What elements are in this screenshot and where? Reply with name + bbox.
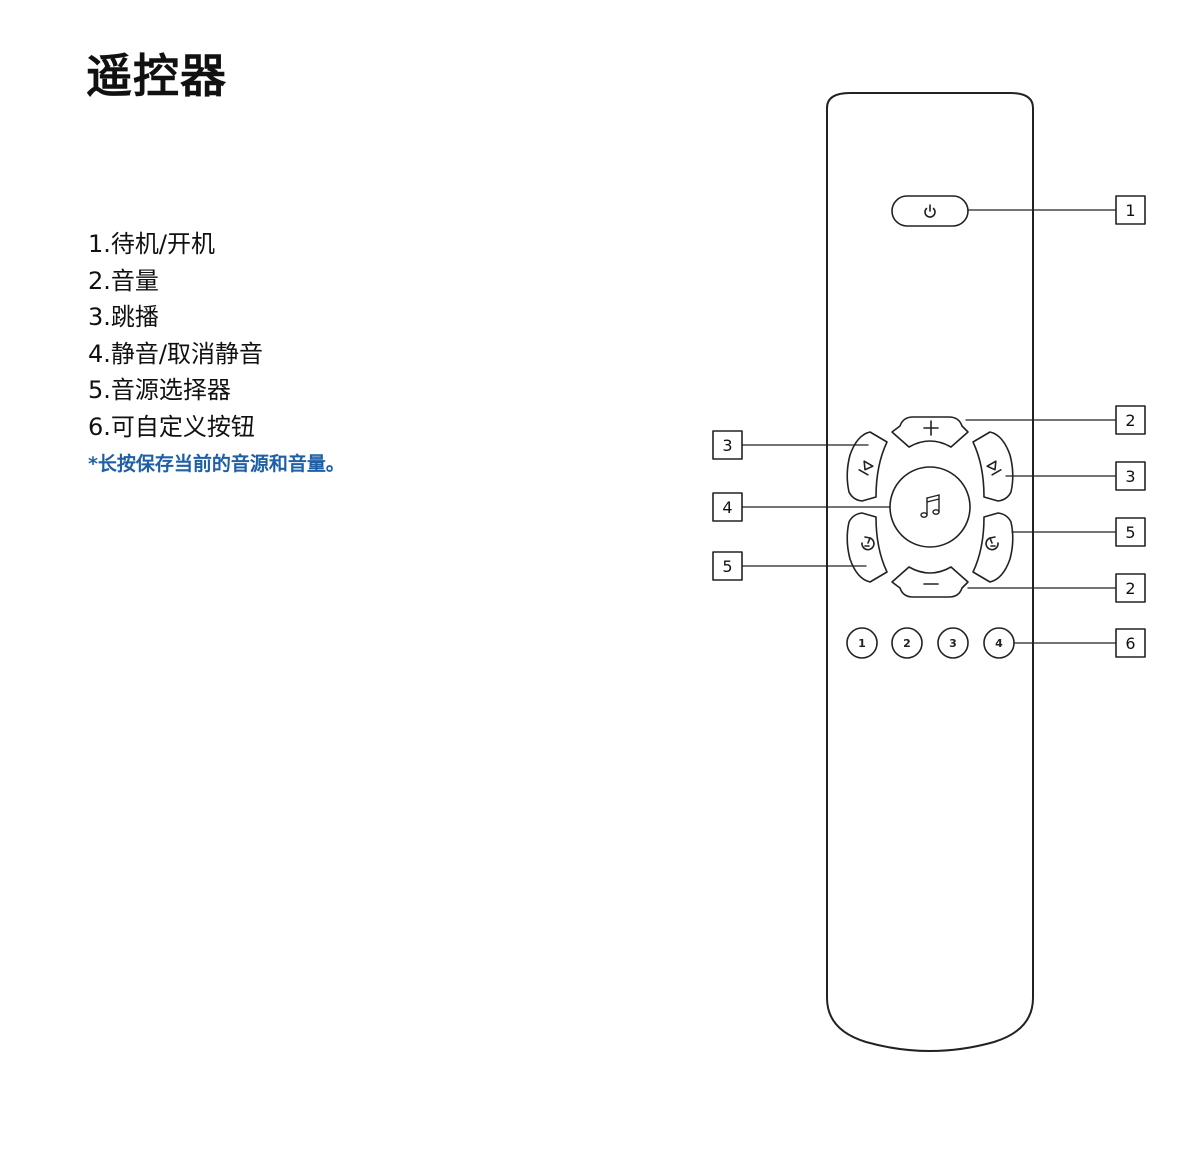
- preset-label-3: 3: [949, 637, 957, 650]
- source-left-button[interactable]: [846, 512, 888, 583]
- callout-source-right: 5: [1125, 523, 1135, 542]
- mute-button[interactable]: [889, 466, 971, 548]
- source-right-button[interactable]: [972, 512, 1014, 583]
- skip-forward-icon: [986, 460, 1002, 476]
- callout-volume-up: 2: [1125, 411, 1135, 430]
- leader-lines: [741, 209, 1117, 644]
- plus-icon: [923, 420, 939, 436]
- legend-item-mute: 4.静音/取消静音: [88, 339, 263, 368]
- skip-back-button[interactable]: [846, 431, 888, 502]
- callout-power: 1: [1125, 201, 1135, 220]
- preset-button-2[interactable]: [891, 627, 923, 659]
- callout-source-left: 5: [722, 557, 732, 576]
- source-right-icon: [985, 536, 999, 551]
- skip-forward-button[interactable]: [972, 431, 1014, 502]
- music-note-icon: [920, 494, 940, 518]
- volume-up-button[interactable]: [891, 416, 969, 448]
- callout-boxes: [712, 195, 1146, 658]
- legend-item-power: 1.待机/开机: [88, 230, 215, 258]
- preset-label-2: 2: [903, 637, 911, 650]
- legend-list: 1.待机/开机 2.音量 3.跳播 4.静音/取消静音 5.音源选择器 6.可自…: [88, 226, 345, 476]
- preset-button-1[interactable]: [846, 627, 878, 659]
- power-icon: [924, 204, 936, 218]
- remote-body: [826, 92, 1034, 1052]
- legend-item-volume: 2.音量: [88, 266, 159, 295]
- preset-label-1: 1: [858, 637, 866, 650]
- callout-skip-back: 3: [722, 436, 732, 455]
- power-button[interactable]: [891, 195, 969, 227]
- preset-label-4: 4: [995, 637, 1003, 650]
- legend-item-skip: 3.跳播: [88, 303, 159, 331]
- legend-note: *长按保存当前的音源和音量。: [88, 453, 345, 475]
- callout-volume-down: 2: [1125, 579, 1135, 598]
- skip-back-icon: [858, 460, 874, 476]
- preset-button-3[interactable]: [937, 627, 969, 659]
- page-title: 遥控器: [86, 49, 227, 103]
- legend-item-custom: 6.可自定义按钮: [88, 412, 255, 441]
- source-left-icon: [861, 536, 875, 551]
- callout-preset-row: 6: [1125, 634, 1135, 653]
- callout-skip-forward: 3: [1125, 467, 1135, 486]
- legend-item-source: 5.音源选择器: [88, 376, 231, 404]
- callout-mute: 4: [722, 498, 732, 517]
- volume-down-button[interactable]: [891, 566, 969, 598]
